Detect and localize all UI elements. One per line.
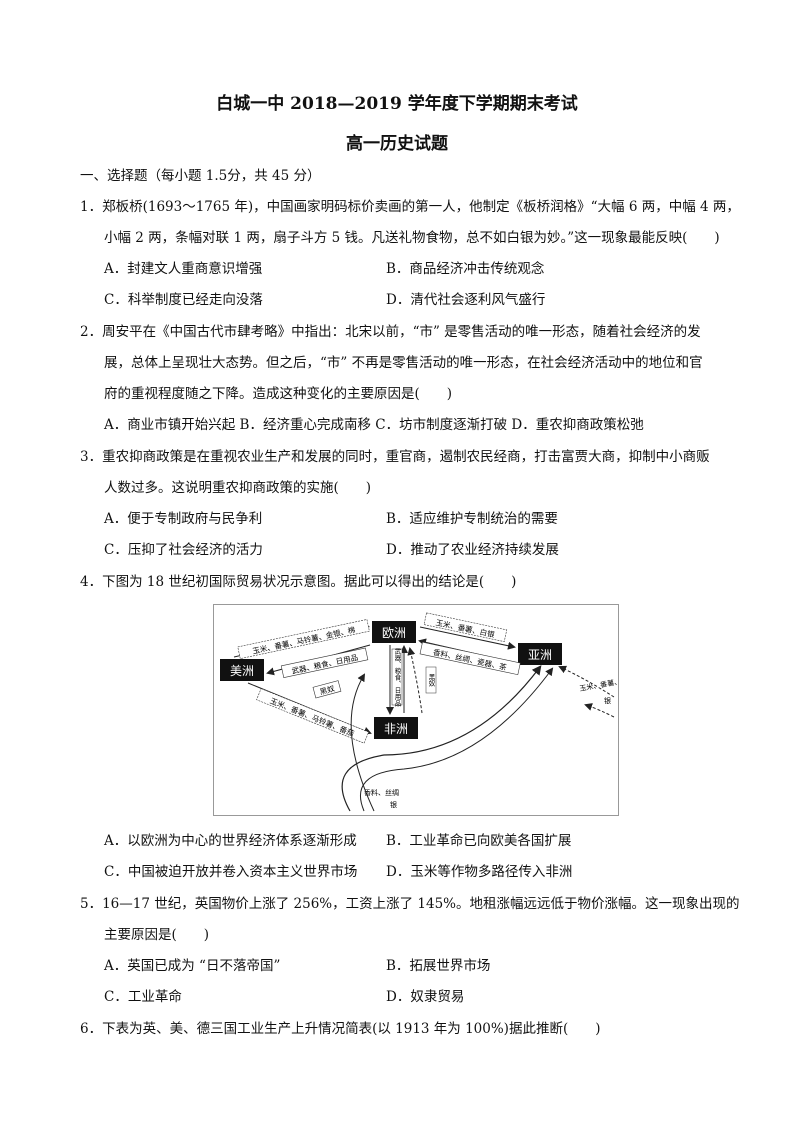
q4-option-a[interactable]: A．以欧洲为中心的世界经济体系逐渐形成 [104, 833, 357, 849]
svg-text:黑奴: 黑奴 [319, 683, 337, 697]
svg-text:玉米、番薯、马铃薯、番茄: 玉米、番薯、马铃薯、番茄 [269, 695, 357, 738]
q3-option-c[interactable]: C．压抑了社会经济的活力 [104, 542, 263, 558]
q2-options[interactable]: A．商业市镇开始兴起 B．经济重心完成南移 C．坊市制度逐渐打破 D．重农抑商政… [104, 417, 644, 433]
label-bottom-silver: 银 [390, 800, 397, 809]
europe-box: 欧洲 [372, 621, 416, 643]
asia-label: 亚洲 [528, 648, 552, 662]
q3-stem-line2: 人数过多。这说明重农抑商政策的实施( ) [104, 480, 372, 496]
svg-text:武器、粮食、日用品: 武器、粮食、日用品 [393, 646, 401, 707]
q1-option-c[interactable]: C．科举制度已经走向没落 [104, 292, 263, 308]
arrow-curve-to-europe [350, 673, 375, 812]
exam-title: 白城一中 2018—2019 学年度下学期期末考试 [216, 94, 578, 114]
q5-stem-line1: 5．16—17 世纪，英国物价上涨了 256%，工资上涨了 145%。地租涨幅远… [80, 896, 740, 912]
label-right-silver: 银 [604, 696, 611, 705]
q5-option-c[interactable]: C．工业革命 [104, 989, 182, 1005]
asia-box: 亚洲 [518, 643, 562, 665]
q2-stem-line3: 府的重视程度随之下降。造成这种变化的主要原因是( ) [104, 386, 453, 402]
arrow-dashed-africa-europe [407, 647, 423, 714]
q5-option-a[interactable]: A．英国已成为 “日不落帝国” [104, 958, 281, 974]
q3-stem-line1: 3．重农抑商政策是在重视农业生产和发展的同时，重官商，遏制农民经商，打击富贾大商… [80, 449, 710, 465]
q2-stem-line1: 2．周安平在《中国古代市肆考略》中指出：北宋以前，“市” 是零售活动的唯一形态，… [80, 324, 701, 340]
q6-stem-line1: 6．下表为英、美、德三国工业生产上升情况简表(以 1913 年为 100%)据此… [80, 1021, 601, 1037]
trade-map-figure: 欧洲 美洲 亚洲 非洲 玉米、番薯、马铃薯、金银、棉 [213, 604, 622, 816]
q1-option-a[interactable]: A．封建文人重商意识增强 [104, 261, 263, 277]
q1-stem-line1: 1．郑板桥(1693～1765 年)，中国画家明码标价卖画的第一人，他制定《板桥… [80, 199, 740, 215]
arrow-right-lower [584, 703, 615, 718]
arrow-curve-to-asia-2 [359, 667, 554, 812]
arrow-curve-to-asia [341, 665, 542, 812]
arrow-europe-asia [419, 626, 516, 650]
label-bottom-spices: 香料、丝绸 [364, 788, 399, 797]
q3-option-a[interactable]: A．便于专制政府与民争利 [104, 511, 263, 527]
q4-stem-line1: 4．下图为 18 世纪初国际贸易状况示意图。据此可以得出的结论是( ) [80, 574, 517, 590]
svg-text:玉米、番薯、白银: 玉米、番薯、白银 [435, 617, 496, 639]
q3-option-d[interactable]: D．推动了农业经济持续发展 [386, 542, 559, 558]
label-slaves-right: 黑奴 [425, 666, 437, 694]
q1-option-b[interactable]: B．商品经济冲击传统观念 [386, 261, 545, 277]
q2-stem-line2: 展，总体上呈现壮大态势。但之后，“市” 不再是零售活动的唯一形态，在社会经济活动… [104, 355, 703, 371]
arrow-right-asia [558, 665, 615, 698]
africa-label: 非洲 [384, 722, 408, 736]
label-europe-america: 武器、粮食、日用品 [280, 647, 369, 679]
exam-subtitle: 高一历史试题 [346, 134, 448, 154]
q4-option-d[interactable]: D．玉米等作物多路径传入非洲 [386, 864, 573, 880]
label-slaves-left: 黑奴 [312, 680, 342, 699]
svg-text:黑奴: 黑奴 [427, 673, 435, 688]
q4-option-c[interactable]: C．中国被迫开放并卷入资本主义世界市场 [104, 864, 358, 880]
q4-option-b[interactable]: B．工业革命已向欧美各国扩展 [386, 833, 572, 849]
label-right: 玉米、番薯、 [579, 677, 618, 693]
trade-map-svg: 欧洲 美洲 亚洲 非洲 玉米、番薯、马铃薯、金银、棉 [220, 612, 622, 812]
svg-text:武器、粮食、日用品: 武器、粮食、日用品 [291, 652, 359, 676]
label-europe-asia: 玉米、番薯、白银 [423, 612, 508, 643]
section-heading: 一、选择题（每小题 1.5分，共 45 分） [80, 168, 321, 184]
svg-text:玉米、番薯、马铃薯、金银、棉: 玉米、番薯、马铃薯、金银、棉 [251, 624, 356, 656]
q1-stem-line2: 小幅 2 两，条幅对联 1 两，扇子斗方 5 钱。凡送礼物食物，总不如白银为妙。… [104, 230, 720, 246]
america-box: 美洲 [220, 659, 264, 681]
europe-label: 欧洲 [382, 626, 406, 640]
q3-option-b[interactable]: B．适应维护专制统治的需要 [386, 511, 558, 527]
q1-option-d[interactable]: D．清代社会逐利风气盛行 [386, 292, 546, 308]
america-label: 美洲 [230, 664, 254, 678]
label-europe-africa: 武器、粮食、日用品 [391, 646, 403, 707]
q5-option-b[interactable]: B．拓展世界市场 [386, 958, 491, 974]
q5-stem-line2: 主要原因是( ) [104, 927, 210, 943]
q5-option-d[interactable]: D．奴隶贸易 [386, 989, 465, 1005]
africa-box: 非洲 [374, 717, 418, 739]
